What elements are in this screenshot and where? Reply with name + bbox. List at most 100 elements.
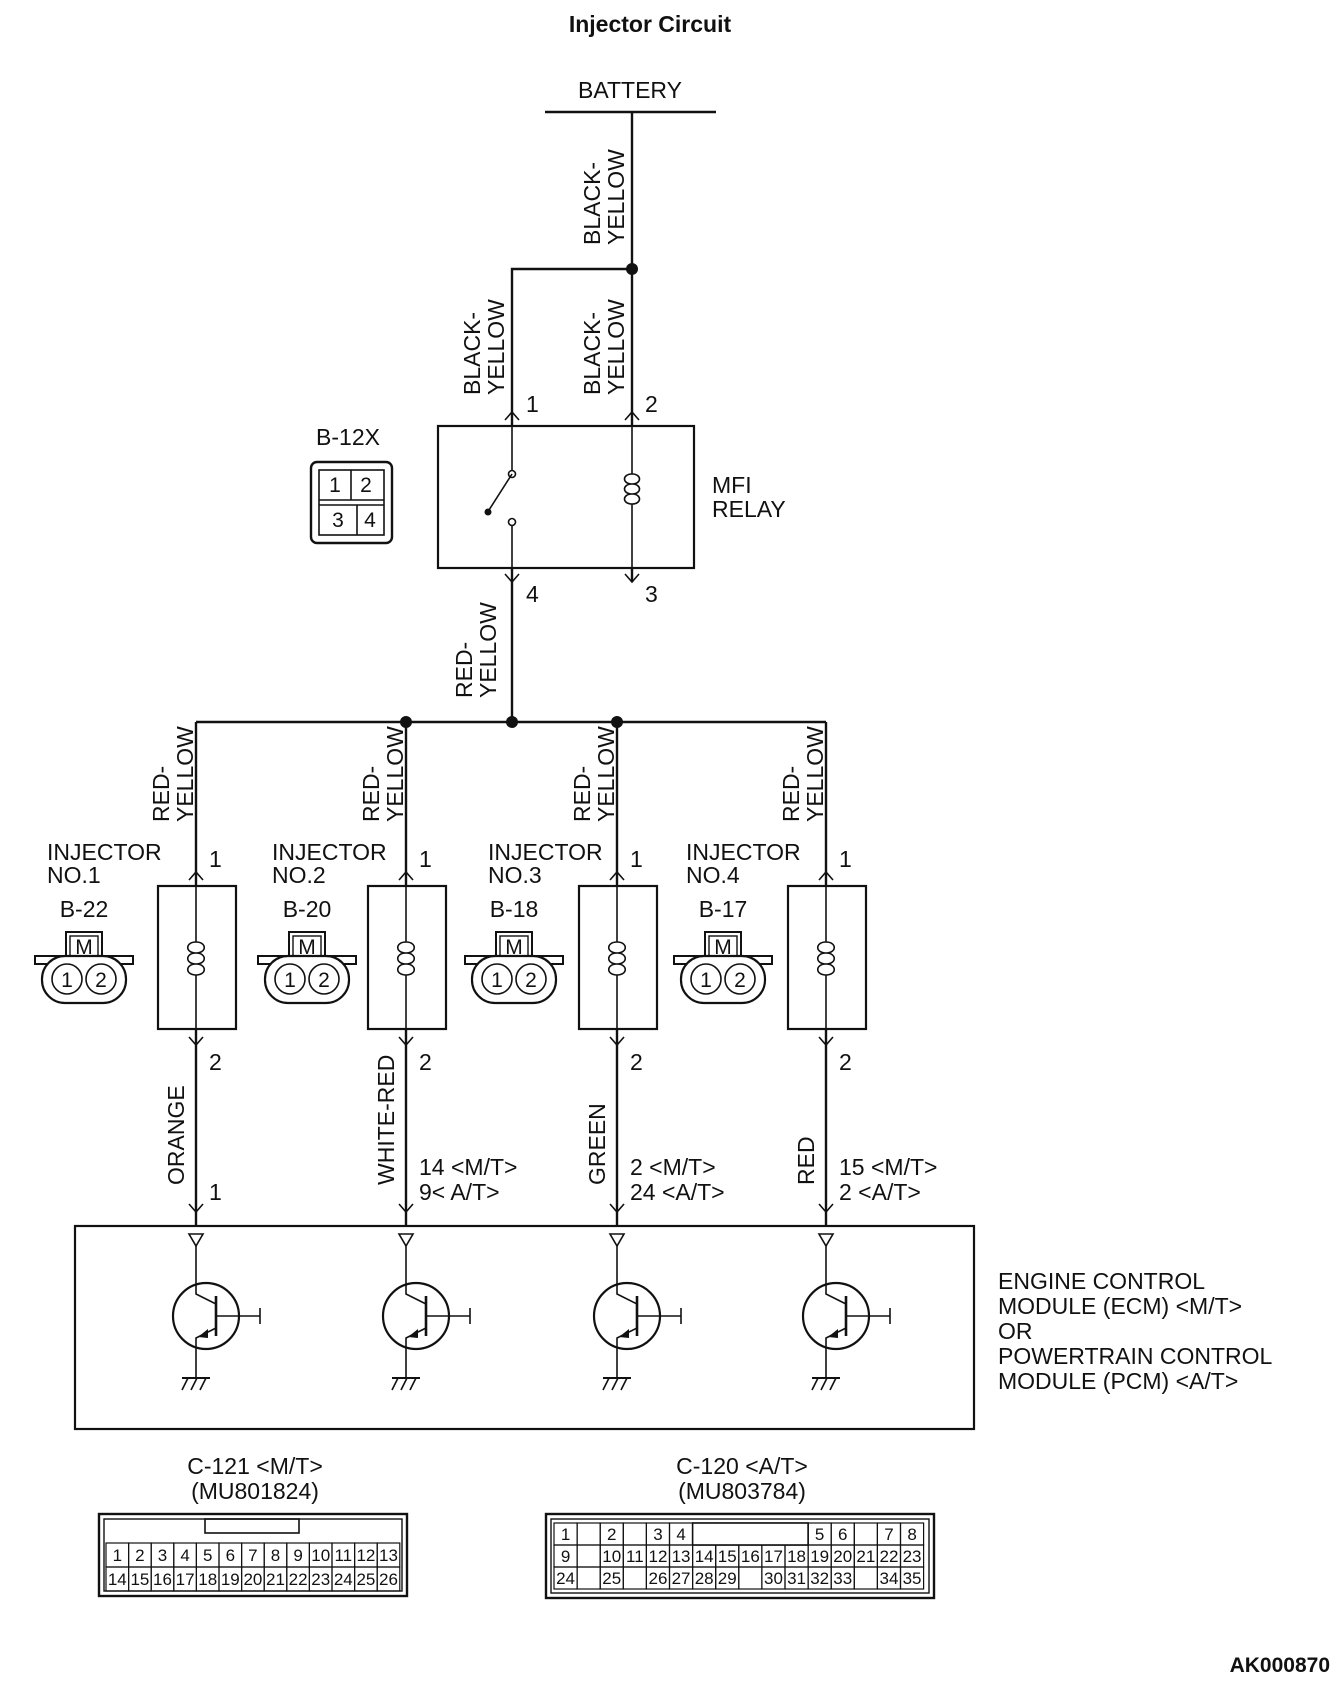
injector-2-name: INJECTOR bbox=[272, 839, 387, 865]
svg-text:(MU801824): (MU801824) bbox=[191, 1478, 319, 1504]
svg-text:17: 17 bbox=[176, 1570, 195, 1589]
svg-text:2: 2 bbox=[135, 1546, 144, 1565]
svg-text:19: 19 bbox=[221, 1570, 240, 1589]
svg-text:12: 12 bbox=[356, 1546, 375, 1565]
svg-text:8: 8 bbox=[271, 1546, 280, 1565]
connector-c120-pin: 2 bbox=[599, 1522, 624, 1546]
connector-c120-pin: 8 bbox=[899, 1522, 925, 1546]
connector-c121-pin: 1 bbox=[105, 1542, 130, 1568]
svg-text:16: 16 bbox=[741, 1547, 760, 1566]
injector-4-name-2: NO.4 bbox=[686, 862, 740, 888]
svg-text:2: 2 bbox=[734, 969, 746, 992]
injector-2-signal-wire-color: WHITE-RED bbox=[373, 1055, 399, 1185]
svg-text:14: 14 bbox=[108, 1570, 127, 1589]
svg-text:4: 4 bbox=[364, 509, 376, 532]
injector-4-supply-wire-color: RED-YELLOW bbox=[778, 726, 828, 822]
svg-text:10: 10 bbox=[311, 1546, 330, 1565]
svg-text:21: 21 bbox=[856, 1547, 875, 1566]
connector-c121-pin: 15 bbox=[128, 1566, 152, 1592]
svg-text:6: 6 bbox=[226, 1546, 235, 1565]
connector-c120-pin: 13 bbox=[668, 1544, 694, 1568]
svg-text:23: 23 bbox=[311, 1570, 330, 1589]
connector-c120-pin: 25 bbox=[599, 1566, 624, 1590]
svg-text:18: 18 bbox=[787, 1547, 806, 1566]
injector-1-pin-bottom: 2 bbox=[209, 1049, 222, 1075]
svg-text:26: 26 bbox=[648, 1569, 667, 1588]
relay-pin-1: 1 bbox=[526, 391, 539, 417]
svg-text:27: 27 bbox=[672, 1569, 691, 1588]
battery-label: BATTERY bbox=[578, 77, 682, 103]
svg-text:OR: OR bbox=[998, 1318, 1033, 1344]
svg-text:YELLOW: YELLOW bbox=[802, 726, 828, 822]
connector-c120-pin: 17 bbox=[761, 1544, 786, 1568]
injector-1-signal-wire-color: ORANGE bbox=[163, 1085, 189, 1185]
relay-p1-feed-wire bbox=[510, 267, 632, 412]
svg-text:RED-: RED- bbox=[778, 766, 804, 822]
injector-3-ecm-pin: 24 <A/T> bbox=[630, 1179, 725, 1205]
svg-text:31: 31 bbox=[787, 1569, 806, 1588]
svg-text:(MU803784): (MU803784) bbox=[678, 1478, 806, 1504]
relay-p4-wire-color: RED- YELLOW bbox=[451, 602, 501, 698]
mfi-relay-label-2: RELAY bbox=[712, 496, 786, 522]
relay-pin3-arrow bbox=[624, 573, 640, 584]
relay-coil bbox=[623, 473, 641, 505]
ecm-driver-transistor-3 bbox=[592, 1233, 682, 1391]
connector-c120-pin: 32 bbox=[807, 1566, 832, 1590]
svg-text:20: 20 bbox=[243, 1570, 262, 1589]
svg-text:C-120 <A/T>: C-120 <A/T> bbox=[676, 1453, 808, 1479]
svg-text:C-121 <M/T>: C-121 <M/T> bbox=[187, 1453, 323, 1479]
injector-3-pin-bottom: 2 bbox=[630, 1049, 643, 1075]
svg-text:19: 19 bbox=[810, 1547, 829, 1566]
battery-wire-color: BLACK- YELLOW bbox=[579, 149, 629, 245]
svg-text:BLACK-: BLACK- bbox=[459, 312, 485, 395]
svg-text:25: 25 bbox=[356, 1570, 375, 1589]
connector-c120-pin: 7 bbox=[876, 1522, 902, 1546]
injector-3-name: INJECTOR bbox=[488, 839, 603, 865]
injector-3-connector-label: B-18 bbox=[490, 896, 539, 922]
svg-text:32: 32 bbox=[810, 1569, 829, 1588]
svg-text:15: 15 bbox=[718, 1547, 737, 1566]
connector-c120-pin: 22 bbox=[876, 1544, 902, 1568]
connector-c120-pin: 33 bbox=[830, 1566, 855, 1590]
connector-c120-pin: 9 bbox=[553, 1544, 578, 1568]
injector-1-body bbox=[156, 884, 238, 1031]
svg-text:18: 18 bbox=[198, 1570, 217, 1589]
connector-c121-pin: 8 bbox=[263, 1542, 288, 1568]
svg-text:YELLOW: YELLOW bbox=[483, 299, 509, 395]
svg-text:M: M bbox=[505, 936, 523, 959]
connector-c121-pin: 19 bbox=[218, 1566, 243, 1592]
connector-c120-pin: 26 bbox=[645, 1566, 671, 1590]
injector-2-connector-label: B-20 bbox=[283, 896, 332, 922]
svg-text:16: 16 bbox=[153, 1570, 172, 1589]
svg-text:13: 13 bbox=[672, 1547, 691, 1566]
injector-1-supply-wire-color: RED-YELLOW bbox=[148, 726, 198, 822]
svg-text:RED-: RED- bbox=[569, 766, 595, 822]
connector-c120-pin: 18 bbox=[784, 1544, 809, 1568]
svg-text:10: 10 bbox=[602, 1547, 621, 1566]
connector-c121-pin: 6 bbox=[218, 1542, 243, 1568]
mfi-relay-label: MFI bbox=[712, 472, 752, 498]
relay-switch-contact bbox=[488, 473, 513, 511]
injector-3-signal-wire-color: GREEN bbox=[584, 1103, 610, 1185]
relay-pin-4: 4 bbox=[526, 581, 539, 607]
svg-text:23: 23 bbox=[903, 1547, 922, 1566]
connector-c121-pin: 12 bbox=[354, 1542, 378, 1568]
ecm-box bbox=[73, 1224, 976, 1431]
svg-text:11: 11 bbox=[334, 1546, 352, 1565]
svg-text:1: 1 bbox=[561, 1525, 570, 1544]
connector-c120-pin bbox=[576, 1522, 601, 1546]
svg-text:RED-: RED- bbox=[148, 766, 174, 822]
injector-4-pin-bottom: 2 bbox=[839, 1049, 852, 1075]
connector-c120-pin: 29 bbox=[715, 1566, 740, 1590]
relay-pin-3: 3 bbox=[645, 581, 658, 607]
svg-text:5: 5 bbox=[203, 1546, 212, 1565]
connector-c121-pin: 11 bbox=[331, 1542, 356, 1568]
svg-text:YELLOW: YELLOW bbox=[172, 726, 198, 822]
connector-c120-pin: 6 bbox=[830, 1522, 855, 1546]
connector-c120-pin: 28 bbox=[691, 1566, 717, 1590]
